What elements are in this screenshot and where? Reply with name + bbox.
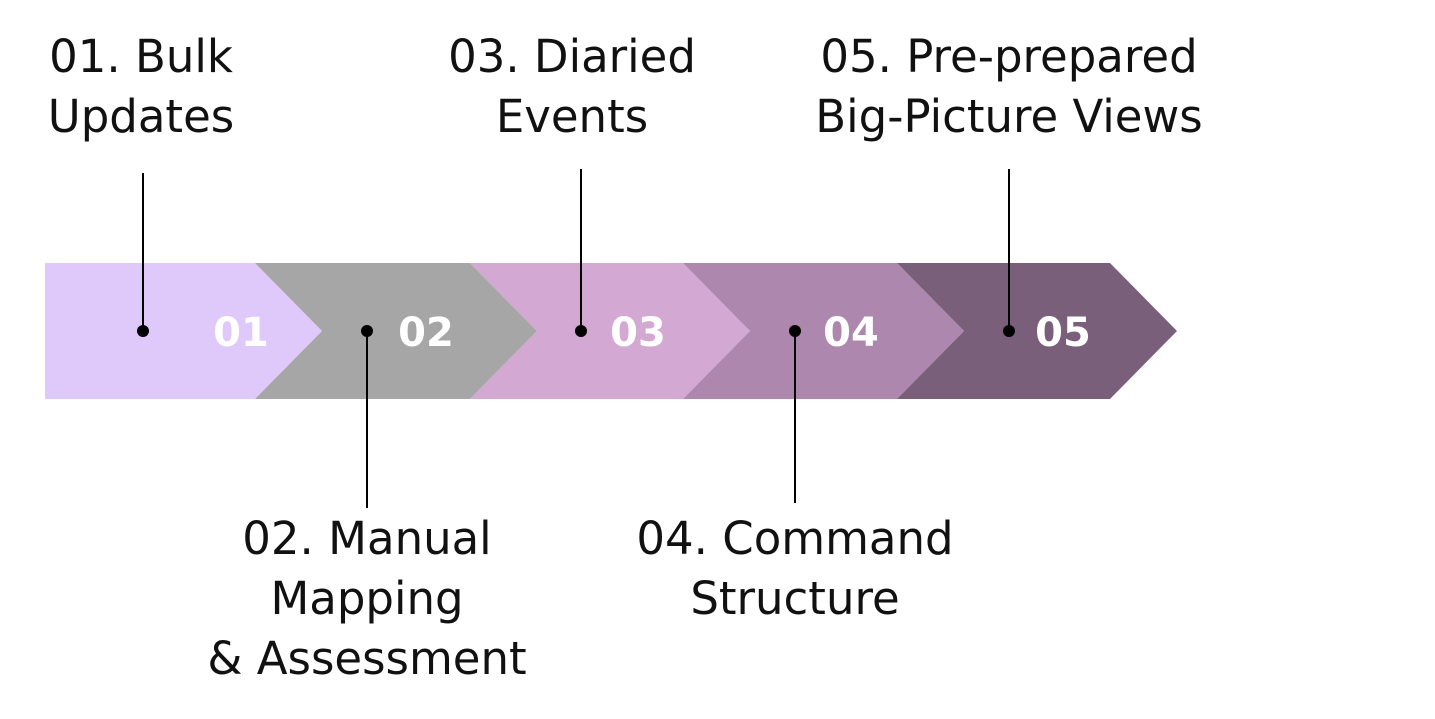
step-label-line: 04. Command xyxy=(636,512,953,565)
step-number-01: 01 xyxy=(213,310,269,356)
connector-dot-03 xyxy=(575,325,587,337)
step-label-line: 05. Pre-prepared xyxy=(820,30,1197,83)
step-label-line: Structure xyxy=(690,572,899,625)
step-label-line: Mapping xyxy=(270,572,463,625)
step-label-line: & Assessment xyxy=(207,632,526,685)
step-label-line: 02. Manual xyxy=(242,512,491,565)
connector-dot-05 xyxy=(1003,325,1015,337)
step-number-05: 05 xyxy=(1035,310,1091,356)
step-number-04: 04 xyxy=(823,310,879,356)
chevron-step-01 xyxy=(45,263,322,399)
chevron-step-02 xyxy=(255,263,537,399)
chevron-step-04 xyxy=(683,263,964,399)
step-label-line: Events xyxy=(496,90,648,143)
step-number-03: 03 xyxy=(610,310,666,356)
step-label-line: Big-Picture Views xyxy=(815,90,1202,143)
connector-dot-04 xyxy=(789,325,801,337)
step-label-line: Updates xyxy=(48,90,234,143)
step-number-02: 02 xyxy=(398,310,454,356)
chevron-step-03 xyxy=(470,263,750,399)
step-label-line: 01. Bulk xyxy=(49,30,233,83)
step-label-line: 03. Diaried xyxy=(448,30,696,83)
chevron-step-05 xyxy=(897,263,1177,399)
connector-dot-02 xyxy=(361,325,373,337)
connector-dot-01 xyxy=(137,325,149,337)
